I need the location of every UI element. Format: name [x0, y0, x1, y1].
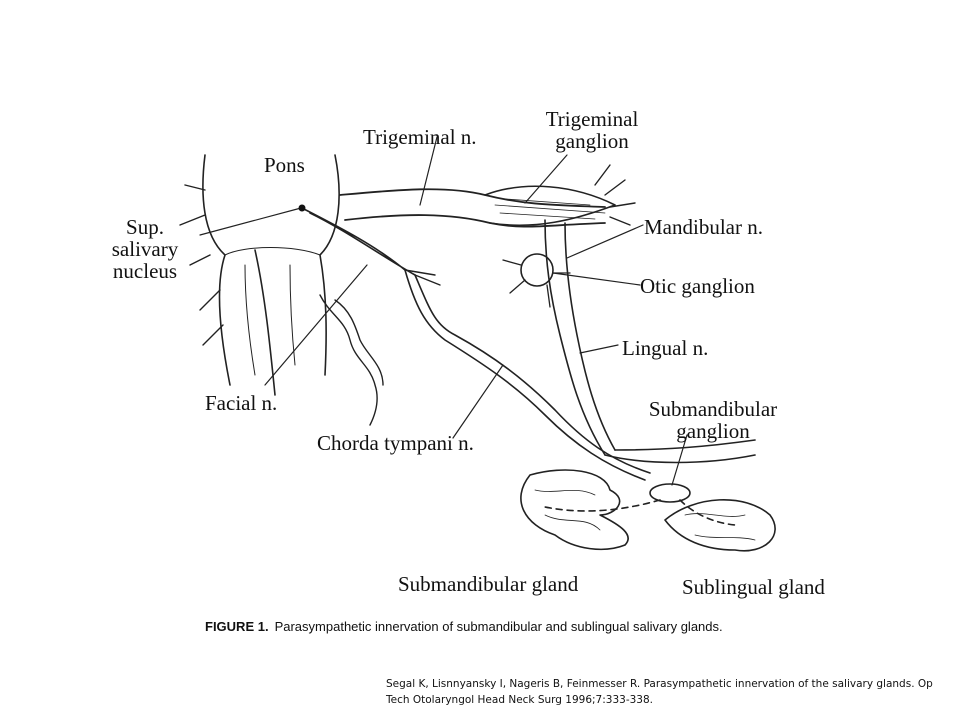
sup-salivary-nucleus-dot	[298, 204, 306, 212]
fibers-to-sublingual	[679, 499, 736, 526]
ganglion-fibers	[494, 198, 606, 220]
submandibular-ganglion	[649, 483, 691, 503]
pons-outline	[202, 154, 340, 396]
anatomy-illustration	[179, 136, 776, 552]
label-sublingual-gland: Sublingual gland	[682, 575, 825, 599]
leader-lingual	[579, 344, 619, 354]
label-trigeminal-ganglion: Trigeminal ganglion	[537, 108, 647, 152]
label-trigeminal-ganglion-line1: Trigeminal	[545, 107, 639, 131]
leader-mandibular	[566, 224, 644, 259]
leader-otic	[552, 272, 641, 286]
label-mandibular-n: Mandibular n.	[644, 215, 763, 239]
leader-chorda	[452, 364, 504, 439]
label-lingual-n: Lingual n.	[622, 336, 709, 360]
otic-ganglion	[520, 253, 554, 287]
submandibular-gland	[520, 469, 629, 551]
label-submandibular-gland: Submandibular gland	[398, 572, 579, 596]
label-submandibular-ganglion: Submandibular ganglion	[635, 398, 791, 442]
label-submandibular-ganglion-line1: Submandibular	[648, 397, 778, 421]
mandibular-nerve	[544, 219, 616, 456]
label-chorda-tympani-n: Chorda tympani n.	[317, 431, 474, 455]
label-sup-line2: salivary	[111, 237, 179, 261]
label-sup-line3: nucleus	[112, 259, 178, 283]
figure-caption-text: Parasympathetic innervation of submandib…	[274, 619, 723, 634]
brainstem-roots	[179, 184, 224, 346]
leader-submandibular-ganglion	[671, 434, 688, 486]
label-otic-ganglion: Otic ganglion	[640, 274, 755, 298]
vessel-segment	[319, 294, 384, 426]
figure-caption: FIGURE 1. Parasympathetic innervation of …	[205, 619, 723, 634]
trigeminal-branches	[594, 164, 636, 226]
trigeminal-nerve	[339, 188, 606, 228]
facial-nerve	[301, 207, 416, 276]
sublingual-gland	[664, 499, 776, 552]
leader-facial	[264, 264, 368, 386]
pons-lines	[224, 247, 321, 376]
label-sup-line1: Sup.	[126, 215, 164, 239]
fibers-to-submandibular	[544, 499, 661, 512]
otic-ganglion-twigs	[502, 259, 571, 308]
gland-texture	[534, 489, 756, 541]
figure-caption-label: FIGURE 1.	[205, 619, 269, 634]
leader-sup-salivary	[199, 207, 302, 236]
facial-branch	[404, 269, 441, 286]
label-submandibular-ganglion-line2: ganglion	[676, 419, 750, 443]
chorda-tympani	[404, 269, 651, 481]
leader-trigeminal-ganglion	[524, 154, 568, 204]
lingual-continuation	[604, 439, 756, 464]
label-pons: Pons	[264, 153, 305, 177]
citation: Segal K, Lisnnyansky I, Nageris B, Feinm…	[386, 678, 933, 706]
label-trigeminal-n: Trigeminal n.	[363, 125, 477, 149]
trigeminal-ganglion	[484, 185, 616, 227]
label-sup-salivary-nucleus: Sup. salivary nucleus	[100, 216, 190, 282]
leader-trigeminal-n	[419, 136, 438, 206]
label-trigeminal-ganglion-line2: ganglion	[555, 129, 629, 153]
label-facial-n: Facial n.	[205, 391, 278, 415]
